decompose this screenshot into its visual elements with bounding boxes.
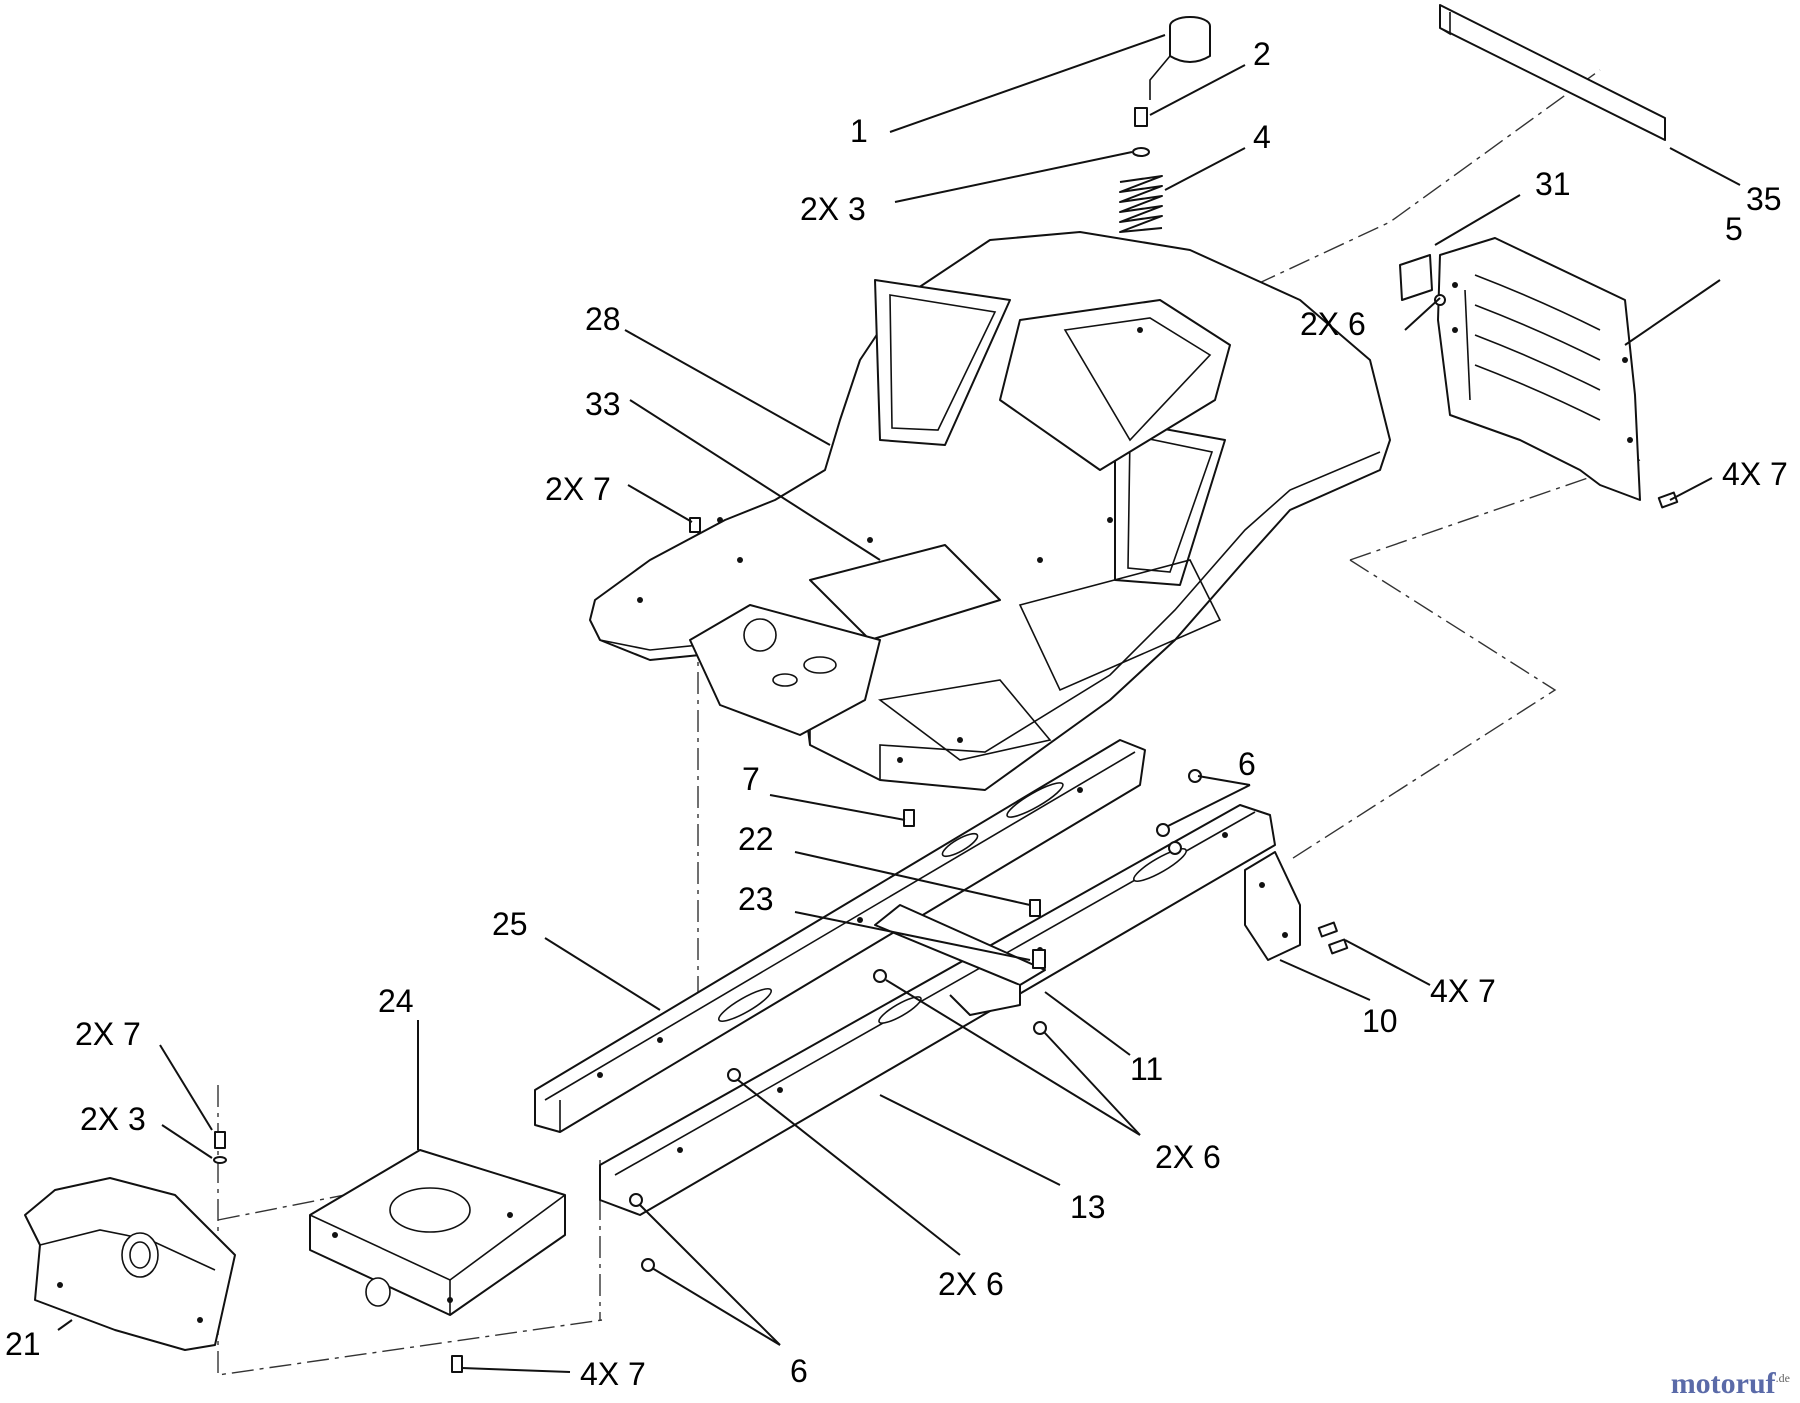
callout-31: 31 bbox=[1535, 166, 1571, 202]
decal bbox=[1399, 254, 1433, 301]
nut-icon bbox=[641, 1258, 655, 1272]
transaxle-plate bbox=[309, 1149, 566, 1316]
callout-11: 11 bbox=[1130, 1051, 1163, 1087]
callout-2x3-left: 2X 3 bbox=[80, 1101, 146, 1137]
washer-icon bbox=[213, 1156, 227, 1164]
callout-6-top: 6 bbox=[1238, 746, 1256, 782]
callout-4x7-right: 4X 7 bbox=[1430, 973, 1496, 1009]
callout-2: 2 bbox=[1253, 36, 1271, 72]
callout-28: 28 bbox=[585, 301, 621, 337]
nut-icon bbox=[727, 1068, 741, 1082]
callout-6-bottom: 6 bbox=[790, 1353, 808, 1389]
seat-knob bbox=[1149, 16, 1211, 100]
callout-33: 33 bbox=[585, 386, 621, 422]
screw-icon bbox=[451, 1355, 463, 1373]
screw-icon bbox=[1317, 921, 1338, 938]
callout-7: 7 bbox=[742, 761, 760, 797]
watermark-suffix: .de bbox=[1775, 1371, 1790, 1385]
rear-panel bbox=[1439, 4, 1666, 141]
fender-deck bbox=[589, 231, 1391, 791]
screw-icon bbox=[214, 1131, 226, 1149]
callout-4: 4 bbox=[1253, 119, 1271, 155]
frame-rail-left bbox=[534, 739, 1146, 1133]
callout-2x3: 2X 3 bbox=[800, 191, 866, 227]
callout-23: 23 bbox=[738, 881, 774, 917]
callout-21: 21 bbox=[5, 1326, 41, 1362]
watermark-text: motoruf bbox=[1670, 1367, 1776, 1400]
rear-cover bbox=[1437, 237, 1641, 501]
callout-35: 35 bbox=[1746, 181, 1782, 217]
frame-rail-right bbox=[599, 804, 1276, 1216]
side-bracket bbox=[1244, 851, 1301, 961]
callout-1: 1 bbox=[850, 113, 868, 149]
screw-icon bbox=[689, 517, 701, 533]
watermark-logo: motoruf.de bbox=[1671, 1367, 1790, 1401]
front-cover bbox=[24, 1177, 236, 1351]
callout-25: 25 bbox=[492, 906, 528, 942]
callout-4x7-bottom: 4X 7 bbox=[580, 1356, 646, 1392]
nut-icon bbox=[1156, 823, 1170, 837]
nut-icon bbox=[1033, 1021, 1047, 1035]
nut-icon bbox=[629, 1193, 643, 1207]
callout-2x6-top: 2X 6 bbox=[1300, 306, 1366, 342]
screw-icon bbox=[1657, 491, 1679, 509]
callout-2x6-right: 2X 6 bbox=[1155, 1139, 1221, 1175]
screw-icon bbox=[903, 809, 915, 827]
callout-4x7-top: 4X 7 bbox=[1722, 456, 1788, 492]
leader-lines bbox=[57, 34, 1741, 1373]
callout-labels: 1 2 2X 3 4 35 31 5 2X 6 4X 7 28 33 2X 7 … bbox=[5, 36, 1788, 1392]
spring-bolt-assembly bbox=[1119, 107, 1163, 233]
screw-icon bbox=[1328, 938, 1349, 955]
nut-icon bbox=[1434, 294, 1446, 306]
screw-icon bbox=[1029, 899, 1041, 917]
callout-22: 22 bbox=[738, 821, 774, 857]
callout-2x6-bottom: 2X 6 bbox=[938, 1266, 1004, 1302]
nut-icon bbox=[873, 969, 887, 983]
callout-5: 5 bbox=[1725, 211, 1743, 247]
callout-2x7-mid: 2X 7 bbox=[545, 471, 611, 507]
callout-2x7-left: 2X 7 bbox=[75, 1016, 141, 1052]
callout-24: 24 bbox=[378, 983, 414, 1019]
callout-13: 13 bbox=[1070, 1189, 1106, 1225]
callout-10: 10 bbox=[1362, 1003, 1398, 1039]
nut-icon bbox=[1168, 841, 1182, 855]
